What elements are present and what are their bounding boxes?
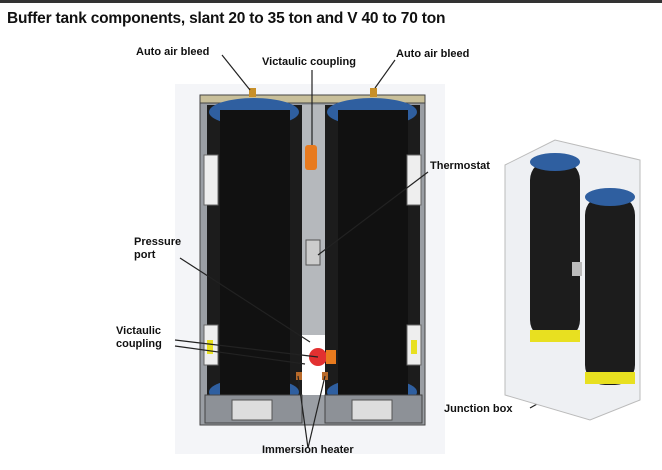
label-auto-air-bleed-left: Auto air bleed bbox=[136, 46, 210, 58]
victaulic-coupling-top bbox=[305, 145, 317, 170]
label-auto-air-bleed-right: Auto air bleed bbox=[396, 48, 470, 60]
leader-lines bbox=[174, 54, 581, 449]
label-thermostat: Thermostat bbox=[430, 160, 490, 172]
top-border bbox=[0, 0, 662, 3]
tank-3d-render bbox=[504, 139, 641, 421]
label-immersion-heater: Immersion heater bbox=[262, 444, 354, 456]
page-title: Buffer tank components, slant 20 to 35 t… bbox=[7, 10, 446, 27]
label-victaulic-coupling-top: Victaulic coupling bbox=[262, 56, 356, 68]
thermostat bbox=[305, 239, 321, 266]
label-victaulic-coupling-left: Victaulic coupling bbox=[116, 325, 162, 350]
label-junction-box: Junction box bbox=[444, 403, 513, 415]
label-pressure-port: Pressure port bbox=[134, 236, 182, 261]
